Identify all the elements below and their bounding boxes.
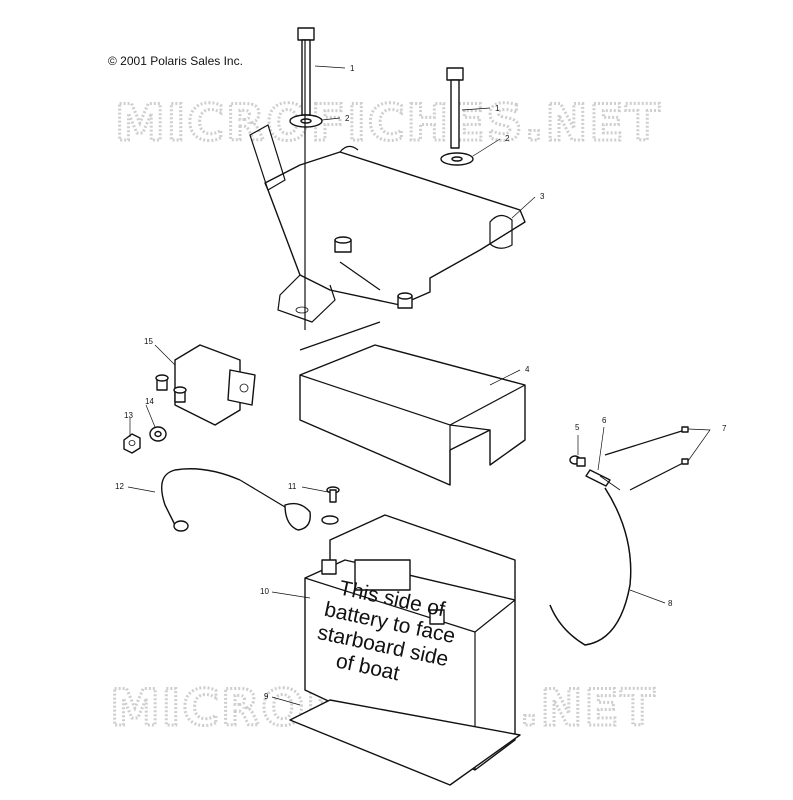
callout-11: 11	[288, 482, 297, 491]
callout-4: 4	[525, 365, 530, 374]
starter-solenoid	[155, 344, 256, 426]
callout-8: 8	[668, 599, 673, 608]
callout-2b: 2	[505, 134, 510, 143]
copyright-text: © 2001 Polaris Sales Inc.	[108, 54, 243, 68]
battery-cable	[161, 468, 339, 532]
hex-nut	[123, 433, 141, 454]
callout-6: 6	[602, 416, 607, 425]
callout-10: 10	[260, 587, 269, 596]
washer-right	[440, 152, 474, 166]
callout-1a: 1	[350, 64, 355, 73]
callout-7: 7	[722, 424, 727, 433]
vent-tube	[549, 487, 632, 646]
callout-13: 13	[124, 411, 133, 420]
battery	[304, 514, 516, 771]
vent-fitting	[585, 469, 621, 491]
callout-5: 5	[575, 423, 580, 432]
watermark-top: MICROFICHES.NET	[115, 94, 662, 152]
vent-screw	[569, 455, 586, 467]
callout-1b: 1	[495, 104, 500, 113]
callout-15: 15	[144, 337, 153, 346]
cable-ties	[604, 426, 689, 491]
washer-left	[289, 114, 323, 128]
battery-bracket	[249, 40, 526, 330]
callout-14: 14	[145, 397, 154, 406]
battery-cover	[299, 344, 526, 486]
callout-12: 12	[115, 482, 124, 491]
washer-small	[149, 426, 167, 442]
battery-pad	[289, 699, 521, 786]
terminal-screw	[326, 486, 340, 503]
callout-2a: 2	[345, 114, 350, 123]
callout-9: 9	[264, 692, 269, 701]
bolt-right	[446, 67, 464, 149]
callout-3: 3	[540, 192, 545, 201]
